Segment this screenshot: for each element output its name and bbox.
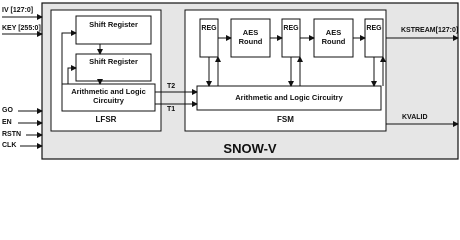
fsm-alu-label: Arithmetic and Logic Circuitry (235, 93, 343, 102)
fsm-aes-round-2-label: AES Round (321, 28, 346, 46)
snow-v-diagram: IV [127:0] KEY [255:0] GO EN RSTN CLK KS… (2, 2, 459, 160)
fsm-reg-1-label: REG (201, 25, 217, 32)
kstream-output-label: KSTREAM[127:0] (401, 27, 459, 34)
lfsr-alu-label: Arithmetic and Logic Circuitry (71, 87, 146, 105)
lfsr-to-fsm-signals (155, 89, 198, 107)
go-input-label: GO (2, 107, 13, 114)
external-input-lines (2, 14, 43, 149)
diagram-canvas (2, 2, 459, 160)
t2-signal-label: T2 (167, 83, 176, 90)
fsm-reg-3-label: REG (366, 25, 382, 32)
fsm-datapath-lines (206, 35, 386, 87)
rstn-input-label: RSTN (2, 131, 22, 138)
key-input-label: KEY [255:0] (2, 25, 41, 32)
fsm-aes-round-2-box (313, 18, 354, 58)
shift-register-2-label: Shift Register (89, 57, 138, 66)
shift-register-1-box (75, 15, 152, 45)
snow-v-title: SNOW-V (223, 141, 277, 156)
iv-input-label: IV [127:0] (2, 7, 34, 14)
external-output-lines (386, 35, 459, 127)
fsm-reg-2-label: REG (283, 25, 299, 32)
clk-input-label: CLK (2, 142, 17, 149)
shift-register-1-label: Shift Register (89, 20, 138, 29)
lfsr-feedback-lines (61, 30, 103, 85)
fsm-alu-box (196, 85, 382, 111)
fsm-aes-round-1-label: AES Round (238, 28, 263, 46)
lfsr-alu-box (61, 83, 156, 112)
kvalid-output-label: KVALID (402, 114, 428, 121)
fsm-block-label: FSM (277, 115, 294, 124)
shift-register-2-box (75, 53, 152, 82)
en-input-label: EN (2, 119, 12, 126)
t1-signal-label: T1 (167, 106, 176, 113)
lfsr-block-label: LFSR (95, 115, 117, 124)
